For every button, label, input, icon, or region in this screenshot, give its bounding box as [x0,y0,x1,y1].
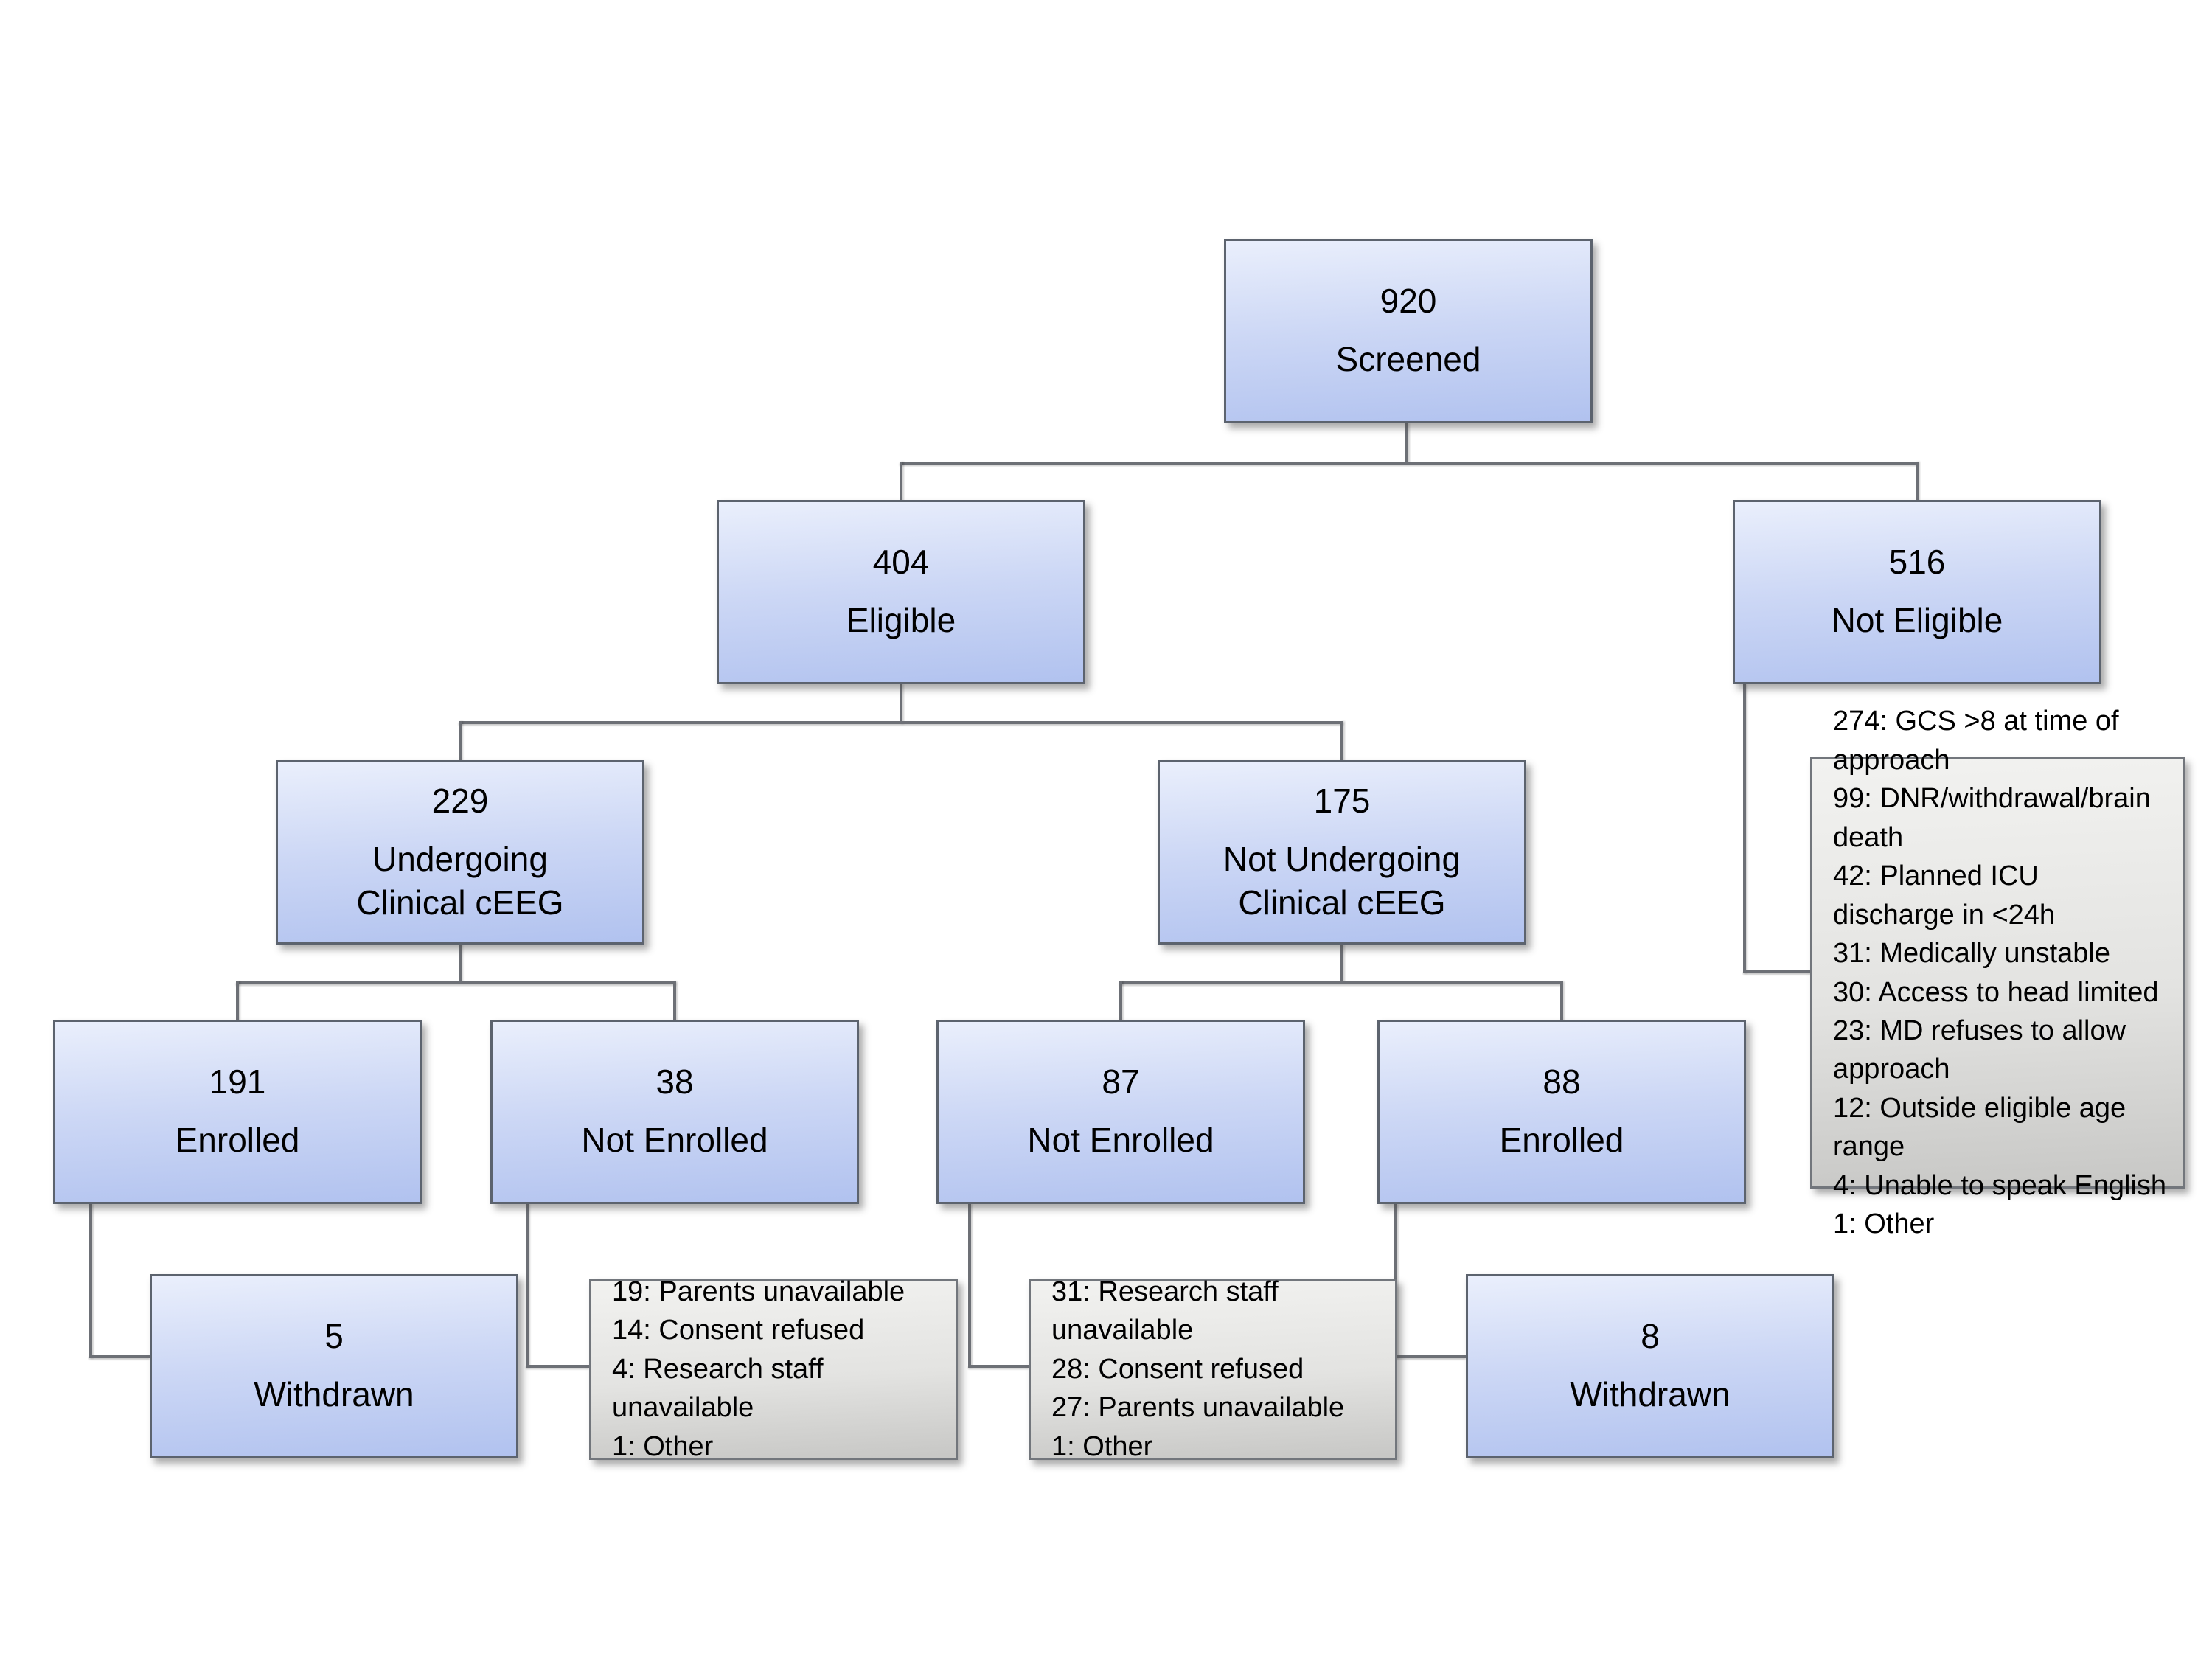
node-withdrawn-5-label: Withdrawn [254,1375,414,1414]
node-undergoing-ceeg: 229 Undergoing Clinical cEEG [276,760,644,945]
connector-reasons-87-elbow-v [968,1204,971,1368]
node-not-undergoing-ceeg: 175 Not Undergoing Clinical cEEG [1158,760,1526,945]
connector-withdrawn-5-elbow-v [89,1204,92,1358]
connector-reasons-87-elbow-h [968,1365,1029,1368]
note-not-enrolled-87-reasons-text: 31: Research staff unavailable 28: Conse… [1051,1276,1345,1462]
node-not-eligible-count: 516 [1888,542,1946,581]
connector-drop-not-enrolled-38 [673,981,676,1021]
node-eligible-count: 404 [872,542,930,581]
node-not-enrolled-38: 38 Not Enrolled [490,1020,859,1204]
node-withdrawn-8-label: Withdrawn [1570,1375,1731,1414]
connector-drop-not-undergoing [1340,721,1343,762]
connector-drop-undergoing [459,721,462,762]
node-not-undergoing-ceeg-label: Not Undergoing Clinical cEEG [1222,839,1461,922]
connector-reasons-38-elbow-v [526,1204,529,1368]
note-not-eligible-reasons: 274: GCS >8 at time of approach 99: DNR/… [1810,706,2185,1239]
connector-screened-stem [1405,423,1408,463]
connector-drop-not-enrolled-87 [1119,981,1122,1021]
node-screened: 920 Screened [1224,239,1593,423]
note-not-enrolled-38-reasons: 19: Parents unavailable 14: Consent refu… [589,1276,958,1462]
connector-not-undergoing-bar [1119,981,1562,984]
connector-screened-bar [900,462,1919,465]
node-eligible-label: Eligible [846,601,956,640]
node-not-enrolled-38-count: 38 [655,1062,694,1101]
connector-undergoing-bar [236,981,676,984]
node-undergoing-ceeg-label: Undergoing Clinical cEEG [356,839,564,922]
node-undergoing-ceeg-count: 229 [431,781,489,820]
node-enrolled-88: 88 Enrolled [1377,1020,1746,1204]
connector-drop-not-eligible [1916,462,1919,501]
node-withdrawn-8: 8 Withdrawn [1466,1274,1834,1458]
connector-reasons-38-elbow-h [526,1365,589,1368]
node-enrolled-191-count: 191 [209,1062,266,1101]
node-screened-count: 920 [1380,281,1437,320]
connector-drop-enrolled-88 [1560,981,1563,1021]
node-enrolled-88-label: Enrolled [1499,1121,1624,1160]
node-not-eligible-label: Not Eligible [1831,601,2003,640]
node-eligible: 404 Eligible [717,500,1085,684]
node-enrolled-88-count: 88 [1543,1062,1581,1101]
connector-undergoing-stem [459,945,462,983]
node-enrolled-191: 191 Enrolled [53,1020,422,1204]
node-screened-label: Screened [1335,340,1481,379]
node-not-enrolled-87-count: 87 [1102,1062,1140,1101]
connector-not-eligible-elbow-v [1743,684,1746,973]
connector-not-undergoing-stem [1340,945,1343,983]
node-not-enrolled-38-label: Not Enrolled [581,1121,768,1160]
note-not-enrolled-38-reasons-text: 19: Parents unavailable 14: Consent refu… [612,1276,905,1462]
note-not-eligible-reasons-text: 274: GCS >8 at time of approach 99: DNR/… [1833,706,2167,1240]
node-withdrawn-5-count: 5 [324,1316,344,1355]
connector-eligible-bar [459,721,1343,724]
node-enrolled-191-label: Enrolled [175,1121,300,1160]
connector-not-eligible-elbow-h [1743,970,1812,973]
node-withdrawn-8-count: 8 [1641,1316,1660,1355]
node-withdrawn-5: 5 Withdrawn [150,1274,518,1458]
node-not-enrolled-87: 87 Not Enrolled [936,1020,1305,1204]
connector-withdrawn-8-elbow-h [1394,1355,1466,1358]
node-not-eligible: 516 Not Eligible [1733,500,2101,684]
connector-drop-eligible [900,462,902,501]
note-not-enrolled-87-reasons: 31: Research staff unavailable 28: Conse… [1029,1276,1397,1462]
node-not-undergoing-ceeg-count: 175 [1313,781,1371,820]
connector-drop-enrolled-191 [236,981,239,1021]
connector-withdrawn-5-elbow-h [89,1355,150,1358]
connector-eligible-stem [900,684,902,724]
node-not-enrolled-87-label: Not Enrolled [1027,1121,1214,1160]
